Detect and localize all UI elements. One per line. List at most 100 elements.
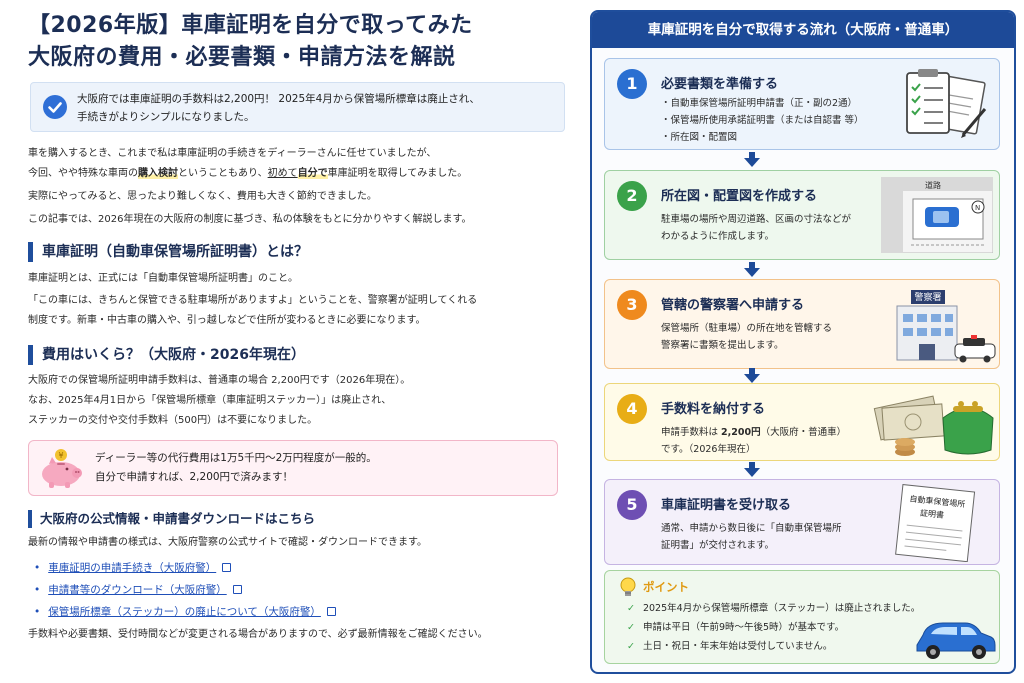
- body-line: ステッカーの交付や交付手数料（500円）は不要になりました。: [28, 415, 318, 426]
- body-line: 制度です。新車・中古車の購入や、引っ越しなどで住所が変わるときに必要になります。: [28, 315, 426, 326]
- link-item[interactable]: •車庫証明の申請手続き（大阪府警）: [34, 557, 573, 579]
- title-line-1: 【2026年版】車庫証明を自分で取ってみた: [28, 13, 473, 38]
- arrow-down-icon: [744, 368, 760, 383]
- link-sticker-abolition[interactable]: 保管場所標章（ステッカー）の廃止について（大阪府警）: [48, 606, 321, 618]
- piggy-bank-icon: ¥: [37, 447, 87, 493]
- body-line: 車庫証明とは、正式には「自動車保管場所証明書」のこと。: [28, 273, 298, 284]
- svg-text:警察署: 警察署: [914, 291, 941, 303]
- official-links: •車庫証明の申請手続き（大阪府警） •申請書等のダウンロード（大阪府警） •保管…: [34, 557, 573, 623]
- flow-step-3: 3 管轄の警察署へ申請する 保管場所（駐車場）の所在地を管轄する 警察署に書類を…: [604, 279, 1000, 369]
- point-list: ✓2025年4月から保管場所標章（ステッカー）は廃止されました。 ✓申請は平日（…: [627, 599, 920, 656]
- section-heading-official: 大阪府の公式情報・申請書ダウンロードはこちら: [28, 510, 573, 528]
- link-application[interactable]: 車庫証明の申請手続き（大阪府警）: [48, 562, 217, 574]
- external-link-icon[interactable]: [326, 607, 336, 616]
- tip-box: ¥ ディーラー等の代行費用は1万5千円〜2万円程度が一般的。 自分で申請すれば、…: [28, 440, 558, 496]
- step-number: 4: [617, 394, 647, 424]
- flow-step-1: 1 必要書類を準備する ・自動車保管場所証明申請書（正・副の2通） ・保管場所使…: [604, 58, 1000, 150]
- step-body: 申請手数料は 2,200円（大阪府・普通車） です。（2026年現在）: [661, 424, 901, 458]
- intro-line-1: 車を購入するとき、これまで私は車庫証明の手続きをディーラーさんに任せていましたが…: [28, 148, 437, 159]
- step-line: 保管場所（駐車場）の所在地を管轄する: [661, 323, 833, 334]
- section-1-body: 車庫証明とは、正式には「自動車保管場所証明書」のこと。 「この車には、きちんと保…: [28, 269, 573, 331]
- step-line: 証明書」が交付されます。: [661, 540, 775, 551]
- tip-line-1: ディーラー等の代行費用は1万5千円〜2万円程度が一般的。: [95, 452, 377, 464]
- flow-step-2: 2 所在図・配置図を作成する 駐車場の場所や周辺道路、区画の寸法などが わかるよ…: [604, 170, 1000, 260]
- notice-line-1: 大阪府では車庫証明の手数料は2,200円！ 2025年4月から保管場所標章は廃止…: [77, 93, 480, 105]
- clipboard-checklist-icon: [901, 65, 991, 149]
- external-link-icon[interactable]: [222, 563, 232, 572]
- step-body: 駐車場の場所や周辺道路、区画の寸法などが わかるように作成します。: [661, 211, 901, 245]
- blue-car-icon: [913, 615, 997, 665]
- point-box: ポイント ✓2025年4月から保管場所標章（ステッカー）は廃止されました。 ✓申…: [604, 570, 1000, 664]
- step-number: 5: [617, 490, 647, 520]
- point-item: ✓申請は平日（午前9時〜午後5時）が基本です。: [627, 622, 845, 633]
- highlight-text: 購入検討: [138, 168, 178, 179]
- svg-text:N: N: [975, 204, 980, 212]
- check-icon: ✓: [627, 622, 635, 633]
- check-circle-icon: [43, 95, 67, 119]
- point-item: ✓土日・祝日・年末年始は受付していません。: [627, 641, 833, 652]
- link-download[interactable]: 申請書等のダウンロード（大阪府警）: [48, 584, 227, 596]
- step-line: ・保管場所使用承諾証明書（または自認書 等）: [661, 115, 864, 126]
- step-title: 手数料を納付する: [661, 402, 766, 417]
- arrow-down-icon: [744, 152, 760, 167]
- step-title: 所在図・配置図を作成する: [661, 189, 818, 204]
- page-title: 【2026年版】車庫証明を自分で取ってみた 大阪府の費用・必要書類・申請方法を解…: [28, 10, 573, 74]
- arrow-down-icon: [744, 462, 760, 477]
- svg-text:¥: ¥: [58, 451, 63, 460]
- article: 【2026年版】車庫証明を自分で取ってみた 大阪府の費用・必要書類・申請方法を解…: [28, 10, 573, 645]
- link-item[interactable]: •保管場所標章（ステッカー）の廃止について（大阪府警）: [34, 601, 573, 623]
- step-line: 警察署に書類を提出します。: [661, 340, 784, 351]
- intro-line-2: 今回、やや特殊な車両の購入検討ということもあり、初めて自分で車庫証明を取得してみ…: [28, 168, 468, 179]
- step-line: ・所在図・配置図: [661, 132, 738, 143]
- notice-box: 大阪府では車庫証明の手数料は2,200円！ 2025年4月から保管場所標章は廃止…: [30, 82, 565, 132]
- step-body: 通常、申請から数日後に「自動車保管場所 証明書」が交付されます。: [661, 520, 901, 554]
- step-title: 車庫証明書を受け取る: [661, 498, 792, 513]
- arrow-down-icon: [744, 262, 760, 277]
- step-number: 2: [617, 181, 647, 211]
- money-wallet-icon: [873, 388, 997, 464]
- svg-text:証明書: 証明書: [920, 508, 945, 520]
- step-number: 3: [617, 290, 647, 320]
- step-number: 1: [617, 69, 647, 99]
- step-line: です。（2026年現在）: [661, 444, 756, 455]
- footer-note: 手数料や必要書類、受付時間などが変更される場合がありますので、必ず最新情報をご確…: [28, 629, 488, 640]
- link-item[interactable]: •申請書等のダウンロード（大阪府警）: [34, 579, 573, 601]
- underline-text: 初めて: [267, 168, 298, 179]
- section-2-body: 大阪府での保管場所証明申請手数料は、普通車の場合 2,200円です（2026年現…: [28, 371, 573, 431]
- intro-paragraph-1: 車を購入するとき、これまで私は車庫証明の手続きをディーラーさんに任せていましたが…: [28, 144, 573, 184]
- point-title: ポイント: [643, 580, 689, 594]
- flow-heading: 車庫証明を自分で取得する流れ（大阪府・普通車）: [592, 12, 1014, 48]
- flow-step-4: 4 手数料を納付する 申請手数料は 2,200円（大阪府・普通車） です。（20…: [604, 383, 1000, 461]
- step-line: 通常、申請から数日後に「自動車保管場所: [661, 523, 842, 534]
- flow-panel: 車庫証明を自分で取得する流れ（大阪府・普通車） 1 必要書類を準備する ・自動車…: [590, 10, 1016, 674]
- certificate-document-icon: 自動車保管場所 証明書: [889, 483, 979, 566]
- highlight-text: 自分で: [297, 168, 328, 179]
- flow-step-5: 5 車庫証明書を受け取る 通常、申請から数日後に「自動車保管場所 証明書」が交付…: [604, 479, 1000, 565]
- lightbulb-icon: [619, 577, 637, 603]
- intro-paragraph-2: 実際にやってみると、思ったより難しくなく、費用も大きく節約できました。: [28, 191, 377, 202]
- step-body: 保管場所（駐車場）の所在地を管轄する 警察署に書類を提出します。: [661, 320, 891, 354]
- tip-line-2: 自分で申請すれば、2,200円で済みます！: [95, 471, 294, 483]
- step-line: 駐車場の場所や周辺道路、区画の寸法などが: [661, 214, 852, 225]
- section-heading-what-is: 車庫証明（自動車保管場所証明書）とは？: [28, 242, 573, 262]
- check-icon: ✓: [627, 641, 635, 652]
- external-link-icon[interactable]: [232, 585, 242, 594]
- parking-map-icon: 道路 N: [880, 176, 994, 257]
- step-line: ・自動車保管場所証明申請書（正・副の2通）: [661, 98, 858, 109]
- check-icon: ✓: [627, 603, 635, 614]
- title-line-2: 大阪府の費用・必要書類・申請方法を解説: [28, 45, 456, 70]
- point-item: ✓2025年4月から保管場所標章（ステッカー）は廃止されました。: [627, 603, 921, 614]
- intro-paragraph-3: この記事では、2026年現在の大阪府の制度に基づき、私の体験をもとに分かりやすく…: [28, 214, 472, 225]
- step-body: ・自動車保管場所証明申請書（正・副の2通） ・保管場所使用承諾証明書（または自認…: [661, 95, 911, 146]
- section-3-body: 最新の情報や申請書の様式は、大阪府警察の公式サイトで確認・ダウンロードできます。: [28, 537, 427, 548]
- body-line: 「この車には、きちんと保管できる駐車場所がありますよ」ということを、警察署が証明…: [28, 295, 478, 306]
- police-station-icon: 警察署: [889, 286, 999, 368]
- body-line: 大阪府での保管場所証明申請手数料は、普通車の場合 2,200円です（2026年現…: [28, 375, 411, 386]
- svg-text:道路: 道路: [925, 180, 941, 190]
- section-heading-cost: 費用はいくら？（大阪府・2026年現在）: [28, 345, 573, 365]
- step-title: 必要書類を準備する: [661, 77, 779, 92]
- body-line: なお、2025年4月1日から「保管場所標章（車庫証明ステッカー）」は廃止され、: [28, 395, 392, 406]
- fee-amount: 2,200円: [721, 427, 761, 438]
- step-line: 申請手数料は 2,200円（大阪府・普通車）: [661, 427, 847, 438]
- step-line: わかるように作成します。: [661, 231, 775, 242]
